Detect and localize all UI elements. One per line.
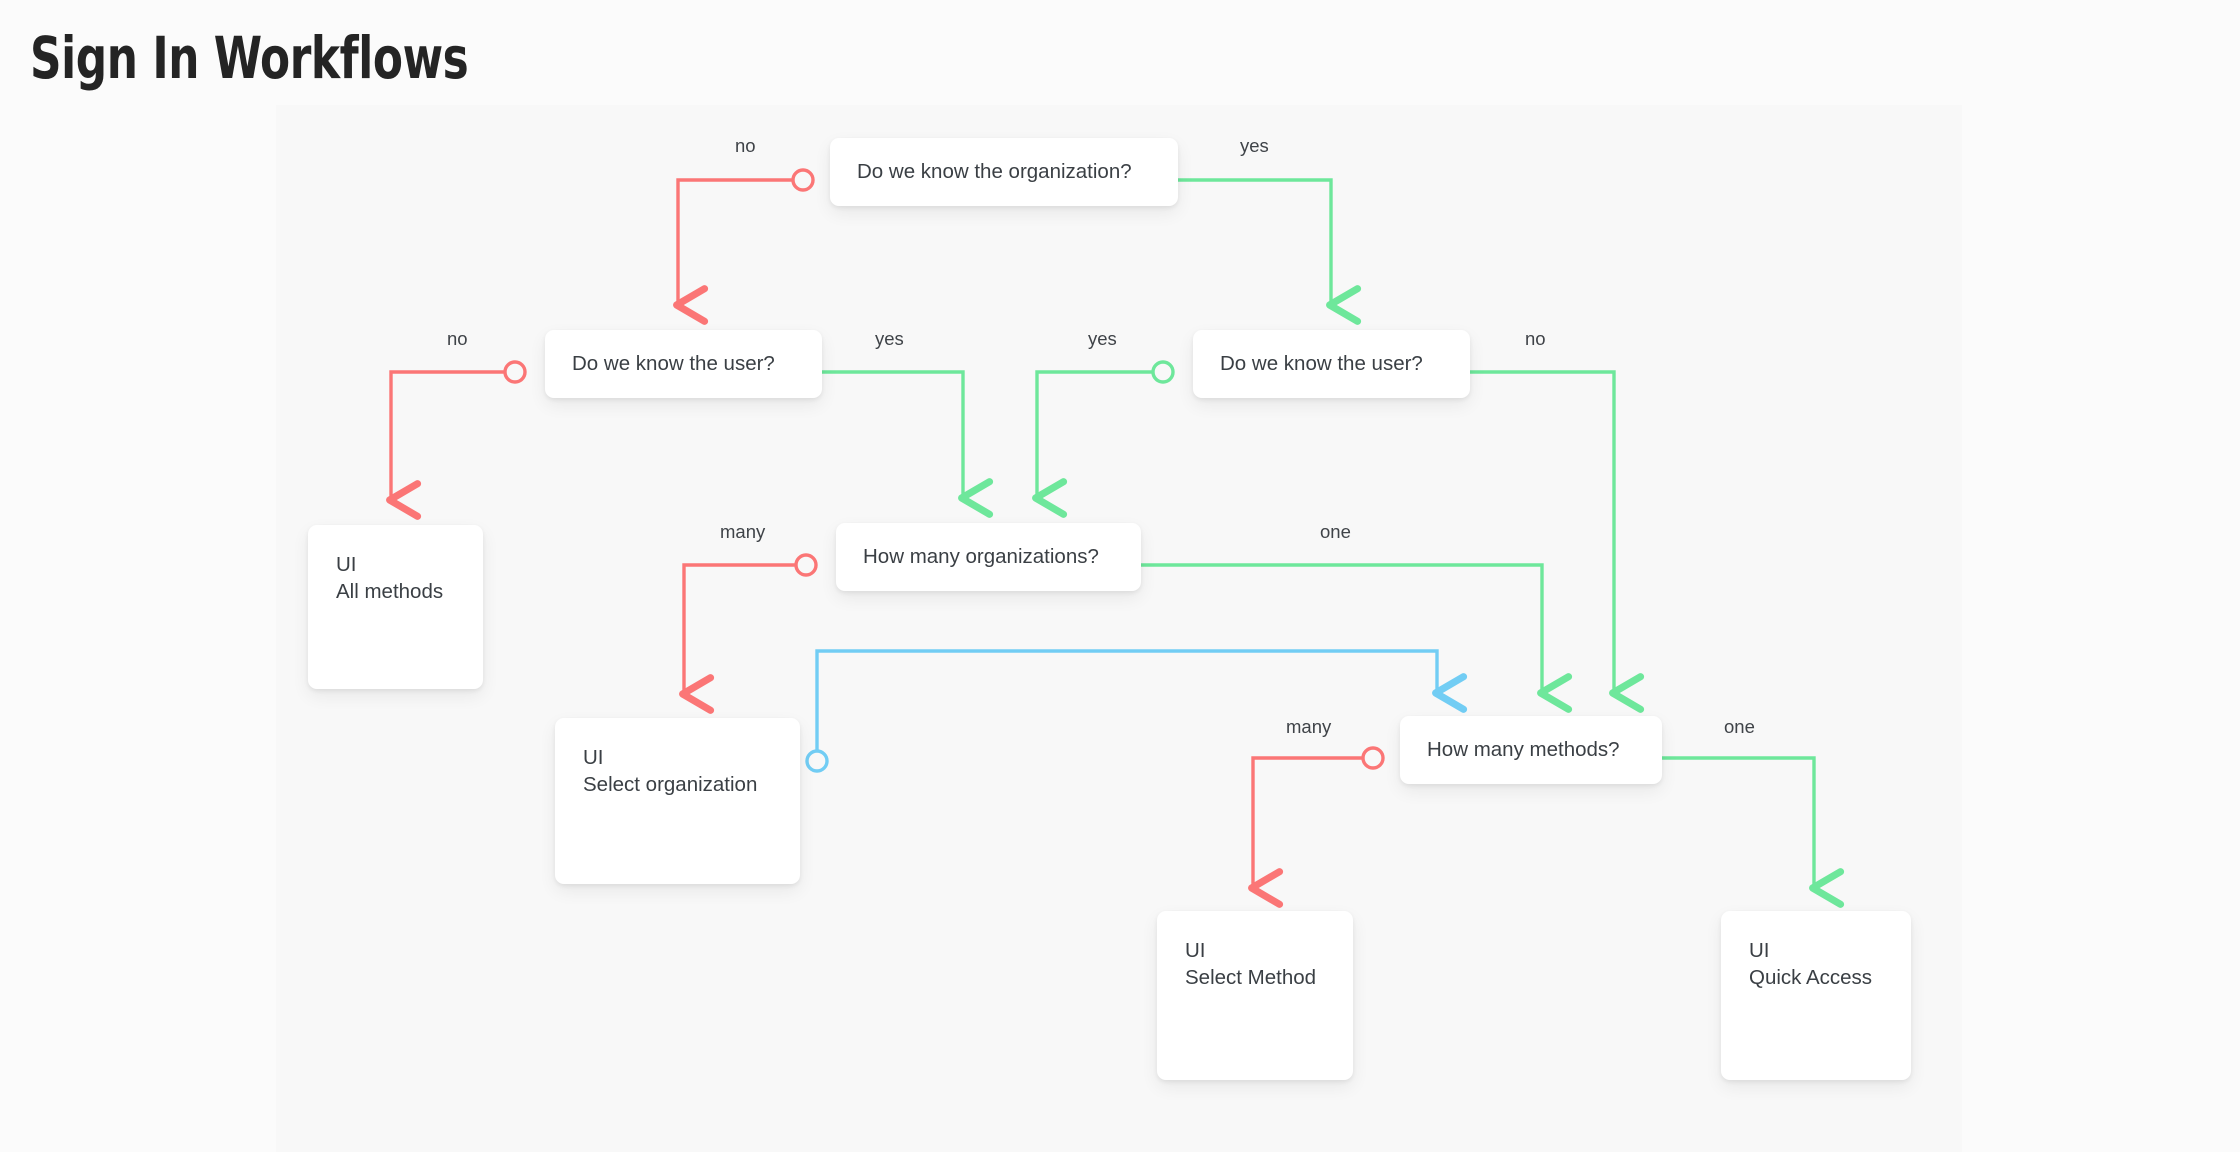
node-how-many-organizations[interactable]: How many organizations? <box>836 523 1141 591</box>
node-do-we-know-the-user-left[interactable]: Do we know the user? <box>545 330 822 398</box>
edge-label-userl-yes: yes <box>875 328 904 349</box>
node-label: How many organizations? <box>863 544 1099 568</box>
node-ui-all-methods[interactable]: UI All methods <box>308 525 483 689</box>
ui-card-kind: UI <box>1749 939 1770 962</box>
edge-userr-no <box>1470 370 1645 713</box>
edge-label-org-no: no <box>735 135 756 156</box>
connector-dot-org-no <box>791 168 815 192</box>
edge-selorg-crosslink <box>805 649 1468 773</box>
ui-card-desc: All methods <box>336 580 444 604</box>
page-title: Sign In Workflows <box>30 24 469 92</box>
node-label: How many methods? <box>1427 737 1620 761</box>
connector-dot-userr-yes <box>1151 360 1175 384</box>
edge-label-met-many: many <box>1286 716 1332 737</box>
ui-card-kind: UI <box>583 746 604 769</box>
connector-dot-userl-no <box>503 360 527 384</box>
node-label: Do we know the user? <box>572 351 775 375</box>
node-ui-quick-access[interactable]: UI Quick Access <box>1721 911 1911 1080</box>
ui-card-desc: Select organization <box>583 773 758 797</box>
edge-label-org-many: many <box>720 521 766 542</box>
edge-userr-yes <box>1032 360 1175 518</box>
ui-card-desc: Select Method <box>1185 966 1317 990</box>
edge-label-org-yes: yes <box>1240 135 1269 156</box>
node-label: Do we know the organization? <box>857 159 1132 183</box>
edge-org-no <box>673 168 815 325</box>
edge-label-userr-yes: yes <box>1088 328 1117 349</box>
edge-org-one <box>1141 563 1573 713</box>
edge-org-yes <box>1178 178 1362 325</box>
node-ui-select-method[interactable]: UI Select Method <box>1157 911 1353 1080</box>
node-ui-select-organization[interactable]: UI Select organization <box>555 718 800 884</box>
diagram-canvas <box>276 105 1962 1152</box>
edge-org-many <box>679 553 818 714</box>
edge-userl-no <box>386 360 527 520</box>
ui-card-kind: UI <box>336 553 357 576</box>
node-do-we-know-the-user-right[interactable]: Do we know the user? <box>1193 330 1470 398</box>
node-label: Do we know the user? <box>1220 351 1423 375</box>
edge-met-one <box>1662 756 1845 908</box>
edge-label-org-one: one <box>1320 521 1351 542</box>
connector-dot-org-many <box>794 553 818 577</box>
node-do-we-know-the-organization[interactable]: Do we know the organization? <box>830 138 1178 206</box>
edge-met-many <box>1248 746 1385 908</box>
node-how-many-methods[interactable]: How many methods? <box>1400 716 1662 784</box>
connector-dot-met-many <box>1361 746 1385 770</box>
edge-label-met-one: one <box>1724 716 1755 737</box>
ui-card-desc: Quick Access <box>1749 966 1873 990</box>
edge-label-userr-no: no <box>1525 328 1546 349</box>
connector-dot-selorg <box>805 749 829 773</box>
ui-card-kind: UI <box>1185 939 1206 962</box>
edge-userl-yes <box>822 370 994 518</box>
edge-label-userl-no: no <box>447 328 468 349</box>
